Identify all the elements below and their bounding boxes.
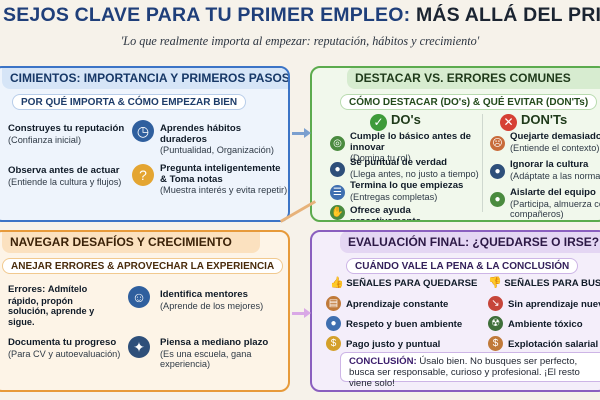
- person-icon: ●: [330, 162, 345, 177]
- leave-item-2: Ambiente tóxico: [508, 319, 583, 330]
- arrow-right-bottom-head: [304, 308, 311, 318]
- item-habits: Aprendes hábitos duraderos(Puntualidad, …: [160, 123, 274, 155]
- coin-icon: $: [488, 336, 503, 351]
- handshake-icon: ✋: [330, 205, 345, 220]
- conclusion-box: CONCLUSIÓN: Úsalo bien. No busques ser p…: [340, 352, 600, 389]
- coins-icon: $: [326, 336, 341, 351]
- evaluation-subhead: CUÁNDO VALE LA PENA & LA CONCLUSIÓN: [346, 258, 579, 274]
- dont-item-2: Ignorar la cultura(Adáptate a las normas…: [510, 159, 600, 181]
- arrow-right-top: [292, 132, 308, 135]
- stay-header: 👍 SEÑALES PARA QUEDARSE: [330, 277, 478, 289]
- mentor-icon: ☺: [128, 286, 150, 308]
- clock-icon: ◷: [132, 120, 154, 142]
- item-errors: Errores: Admítelo rápido, propón solució…: [8, 284, 95, 327]
- do-item-2: Sé puntual de verdad(Llega antes, no jus…: [350, 157, 479, 179]
- stand-out-panel: DESTACAR VS. ERRORES COMUNES CÓMO DESTAC…: [310, 66, 600, 222]
- stay-item-3: Pago justo y puntual: [346, 339, 441, 350]
- evaluation-title: EVALUACIÓN FINAL: ¿QUEDARSE O IRSE?: [340, 232, 600, 253]
- leave-item-1: Sin aprendizaje nuevo: [508, 299, 600, 310]
- title-part-2: MÁS ALLÁ DEL PRIMER: [415, 4, 600, 26]
- page-title: SEJOS CLAVE PARA TU PRIMER EMPLEO: MÁS A…: [0, 4, 600, 27]
- check-icon: ✓: [370, 114, 387, 131]
- do-item-1: Cumple lo básico antes de innovar(Domina…: [350, 131, 472, 163]
- book-icon: ▤: [326, 296, 341, 311]
- item-document: Documenta tu progreso(Para CV y autoeval…: [8, 337, 121, 359]
- stand-out-title: DESTACAR VS. ERRORES COMUNES: [347, 68, 600, 89]
- item-long-term: Piensa a mediano plazo(Es una escuela, g…: [160, 337, 269, 369]
- stay-item-2: Respeto y buen ambiente: [346, 319, 463, 330]
- title-part-1: SEJOS CLAVE PARA TU PRIMER EMPLEO:: [3, 4, 411, 26]
- conclusion-label: CONCLUSIÓN:: [349, 356, 417, 367]
- dont-item-3: Aislarte del equipo(Participa, almuerza …: [510, 187, 600, 219]
- ignore-icon: ●: [490, 164, 505, 179]
- evaluation-panel: EVALUACIÓN FINAL: ¿QUEDARSE O IRSE? CUÁN…: [310, 230, 600, 392]
- item-mentors: Identifica mentores(Aprende de los mejor…: [160, 289, 264, 311]
- stand-out-subhead: CÓMO DESTACAR (DO's) & QUÉ EVITAR (DON'T…: [340, 94, 598, 110]
- item-observe: Observa antes de actuar(Entiende la cult…: [8, 165, 122, 187]
- list-icon: ☰: [330, 185, 345, 200]
- foundations-subhead: POR QUÉ IMPORTA & CÓMO EMPEZAR BIEN: [12, 94, 247, 110]
- toxic-icon: ☢: [488, 316, 503, 331]
- donts-header: ✕DON'Ts: [500, 112, 567, 131]
- isolate-icon: ●: [490, 192, 505, 207]
- x-icon: ✕: [500, 114, 517, 131]
- leave-header: 👎 SEÑALES PARA BUSCA: [488, 277, 600, 289]
- dos-header: ✓DO's: [370, 112, 421, 131]
- down-arrow-icon: ↘: [488, 296, 503, 311]
- arrow-right-top-head: [304, 128, 311, 138]
- conclusion-text: Úsalo bien. No busques ser perfecto, bus…: [349, 356, 580, 389]
- do-item-4: Ofrece ayuda proactivamente: [350, 205, 421, 222]
- target-icon: ◎: [330, 136, 345, 151]
- challenges-title: NAVEGAR DESAFÍOS Y CRECIMIENTO: [2, 232, 260, 253]
- item-ask: Pregunta inteligentemente & Toma notas(M…: [160, 163, 288, 195]
- people-icon: ●: [326, 316, 341, 331]
- thumbs-down-icon: 👎: [488, 277, 502, 289]
- challenges-panel: NAVEGAR DESAFÍOS Y CRECIMIENTO ANEJAR ER…: [0, 230, 290, 392]
- arrow-right-bottom: [292, 312, 308, 315]
- telescope-icon: ✦: [128, 336, 150, 358]
- dont-item-1: Quejarte demasiado(Entiende el contexto): [510, 131, 600, 153]
- item-reputation: Construyes tu reputación(Confianza inici…: [8, 123, 125, 145]
- foundations-title: CIMIENTOS: IMPORTANCIA Y PRIMEROS PASOS: [2, 68, 288, 89]
- do-item-3: Termina lo que empiezas(Entregas complet…: [350, 180, 464, 202]
- complain-icon: ☹: [490, 136, 505, 151]
- question-icon: ?: [132, 164, 154, 186]
- page-subtitle: 'Lo que realmente importa al empezar: re…: [120, 34, 480, 48]
- leave-item-3: Explotación salarial: [508, 339, 599, 350]
- foundations-panel: CIMIENTOS: IMPORTANCIA Y PRIMEROS PASOS …: [0, 66, 290, 222]
- column-divider: [482, 114, 483, 212]
- stay-item-1: Aprendizaje constante: [346, 299, 449, 310]
- challenges-subhead: ANEJAR ERRORES & APROVECHAR LA EXPERIENC…: [2, 258, 284, 274]
- thumbs-up-icon: 👍: [330, 277, 344, 289]
